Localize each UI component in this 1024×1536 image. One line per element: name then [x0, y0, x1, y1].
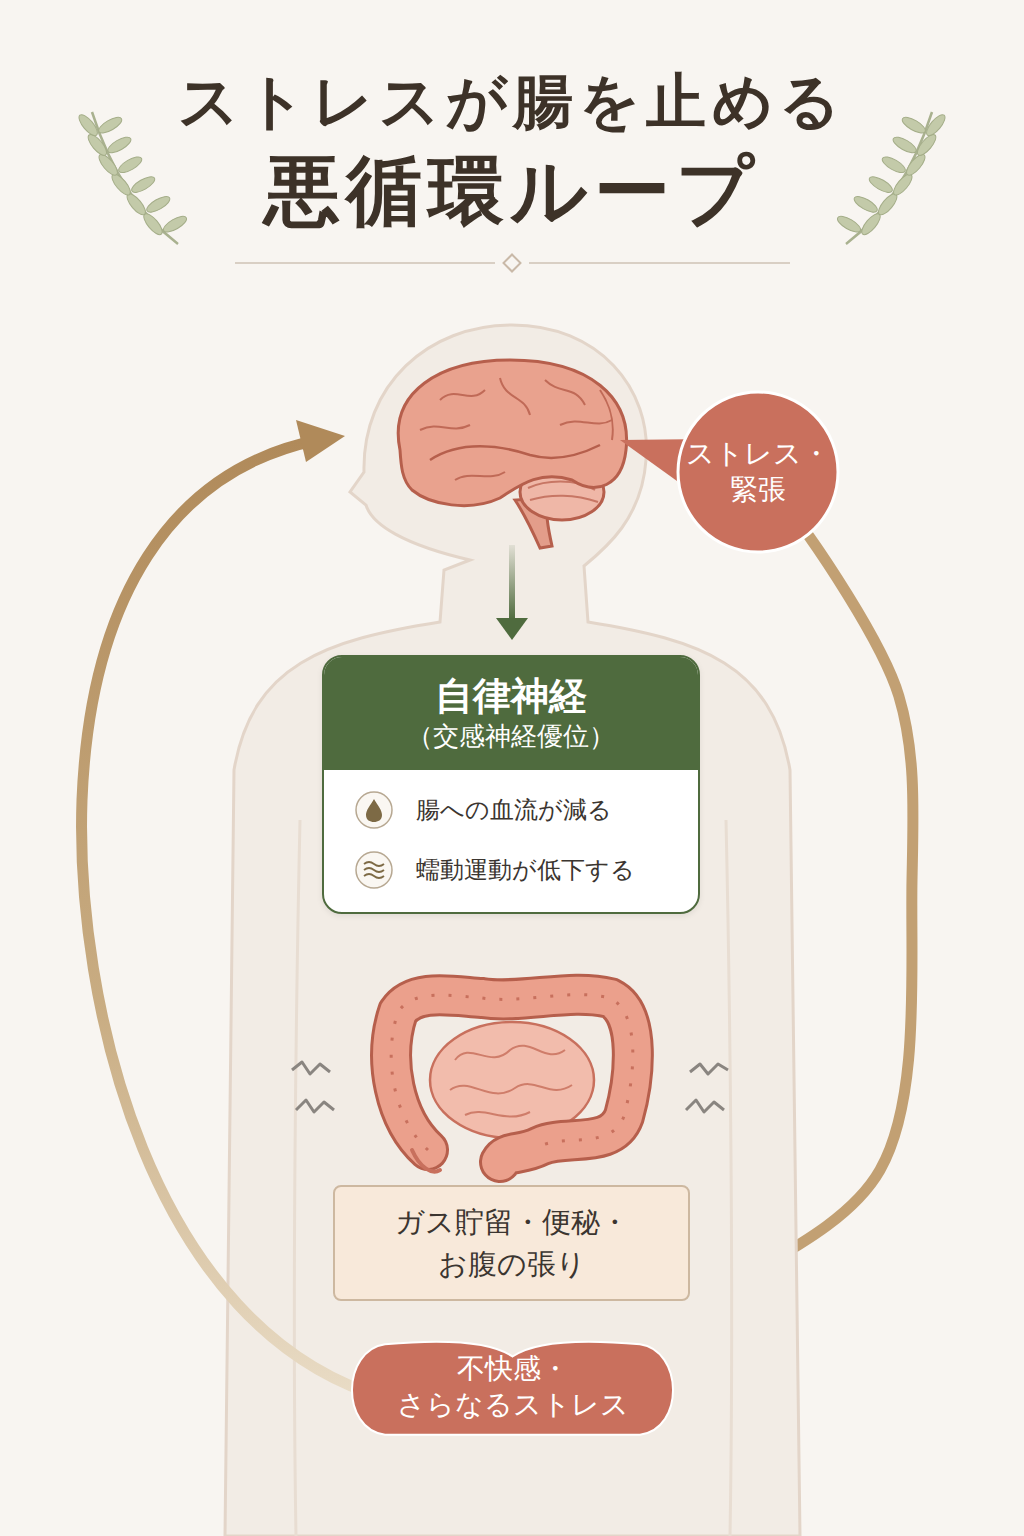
- title: ストレスが腸を止める 悪循環ループ: [112, 48, 912, 238]
- circle-shape: [676, 390, 840, 554]
- pointer: [620, 439, 686, 485]
- divider-part: [504, 255, 521, 272]
- intestine: [391, 995, 633, 1172]
- leaves-part: [109, 171, 133, 197]
- divider-part: [529, 262, 790, 264]
- panel-header: 自律神経（交感神経優位）: [324, 657, 698, 770]
- body-silhouette-part: [294, 820, 300, 1536]
- drop-icon: [354, 790, 394, 830]
- leaves-part: [852, 194, 880, 216]
- brain-part: [420, 378, 613, 480]
- leaves-part: [161, 213, 189, 235]
- panel-body: 腸への血流が減る蠕動運動が低下する: [324, 770, 698, 912]
- wave-icon: [354, 850, 394, 890]
- intestine-part: [450, 1046, 572, 1117]
- shape-fill: [352, 1342, 673, 1435]
- discomfort-marks-part: [690, 1064, 728, 1074]
- leaves-part: [85, 132, 109, 158]
- list-item: 腸への血流が減る: [416, 795, 612, 826]
- brain: [398, 360, 626, 548]
- icon-ring: [356, 792, 392, 828]
- leaves-part: [145, 194, 173, 216]
- brain-part: [398, 360, 626, 506]
- list-row: 腸への血流が減る: [354, 790, 674, 830]
- discomfort-marks-part: [296, 1100, 334, 1112]
- divider: [235, 255, 790, 272]
- stress-circle: ストレス・ 緊張: [676, 390, 840, 554]
- discomfort-node: 不快感・ さらなるストレス: [345, 1338, 680, 1437]
- wave: [364, 874, 384, 878]
- discomfort-marks-part: [292, 1062, 330, 1074]
- down-arrow-part: [496, 618, 528, 640]
- leaves-part: [891, 134, 919, 156]
- leaves-part: [846, 112, 932, 244]
- symptom-box: ガス貯留・便秘・ お腹の張り: [333, 1185, 690, 1301]
- leaves-part: [92, 112, 178, 244]
- discomfort-marks: [292, 1062, 728, 1112]
- leaves-part: [891, 171, 915, 197]
- loop-arc-part: [296, 420, 345, 462]
- leaves-part: [835, 213, 863, 235]
- divider-part: [235, 262, 495, 264]
- leaves-part: [924, 112, 948, 138]
- leaves-part: [106, 134, 134, 156]
- brain-part: [430, 445, 600, 460]
- discomfort-marks-part: [686, 1100, 724, 1112]
- leaves-part: [96, 152, 120, 178]
- leaves-part: [96, 114, 124, 136]
- wave: [364, 862, 384, 866]
- down-arrow: [496, 545, 528, 640]
- node-label: 不快感・ さらなるストレス: [365, 1351, 660, 1424]
- icon-ring: [356, 852, 392, 888]
- drop: [366, 799, 382, 822]
- leaves-part: [900, 114, 928, 136]
- intestine-part: [412, 1150, 440, 1172]
- down-arrow-part: [509, 545, 515, 620]
- list-row: 蠕動運動が低下する: [354, 850, 674, 890]
- leaves-part: [76, 112, 100, 138]
- leaves-part: [116, 154, 144, 176]
- leaves-part: [880, 154, 908, 176]
- circle-fill: [678, 392, 838, 552]
- node-label: ストレス・ 緊張: [682, 436, 834, 509]
- leaves-part: [904, 152, 928, 178]
- intestine-part: [391, 995, 633, 1162]
- leaves-part: [867, 174, 895, 196]
- box-subheading: （交感神経優位）: [340, 720, 682, 754]
- wave: [364, 868, 384, 872]
- autonomic-box: 自律神経（交感神経優位）腸への血流が減る蠕動運動が低下する: [322, 655, 700, 914]
- body-silhouette-part: [726, 820, 732, 1536]
- list-item: 蠕動運動が低下する: [416, 855, 635, 886]
- node-label: ガス貯留・便秘・ お腹の張り: [355, 1201, 668, 1285]
- leaves-part: [914, 132, 938, 158]
- leaves-part: [129, 174, 157, 196]
- box-heading: 自律神経: [340, 671, 682, 720]
- intestine-part: [391, 995, 633, 1150]
- intestine-part: [391, 995, 633, 1162]
